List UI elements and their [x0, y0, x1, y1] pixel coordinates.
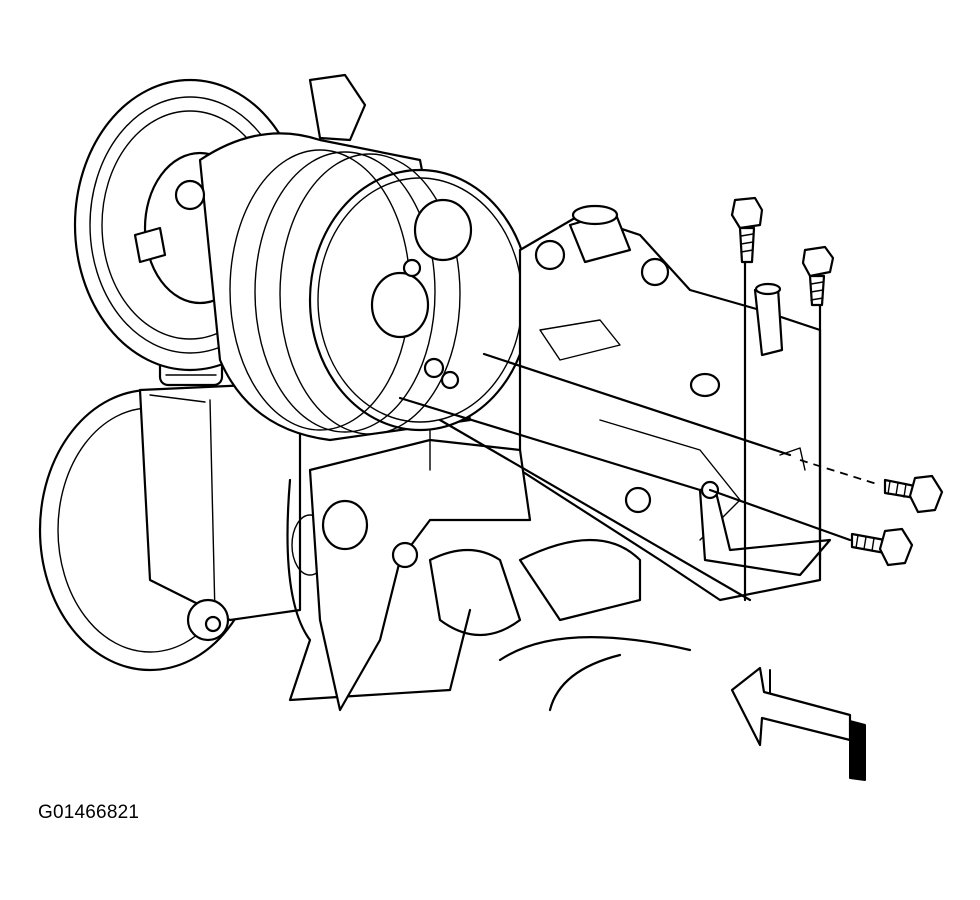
bolt-icon: [801, 245, 835, 307]
figure-id-label: G01466821: [38, 802, 140, 823]
engine-block: [518, 204, 822, 602]
bolt-icon: [850, 527, 914, 567]
bolt-icon: [883, 474, 944, 514]
assembly-guide-lines: [398, 248, 881, 602]
view-direction-arrow-icon: [730, 666, 866, 781]
ac-compressor: [174, 73, 532, 442]
compressor-mounting-bracket: [308, 429, 832, 712]
bolt-icon: [730, 196, 764, 264]
